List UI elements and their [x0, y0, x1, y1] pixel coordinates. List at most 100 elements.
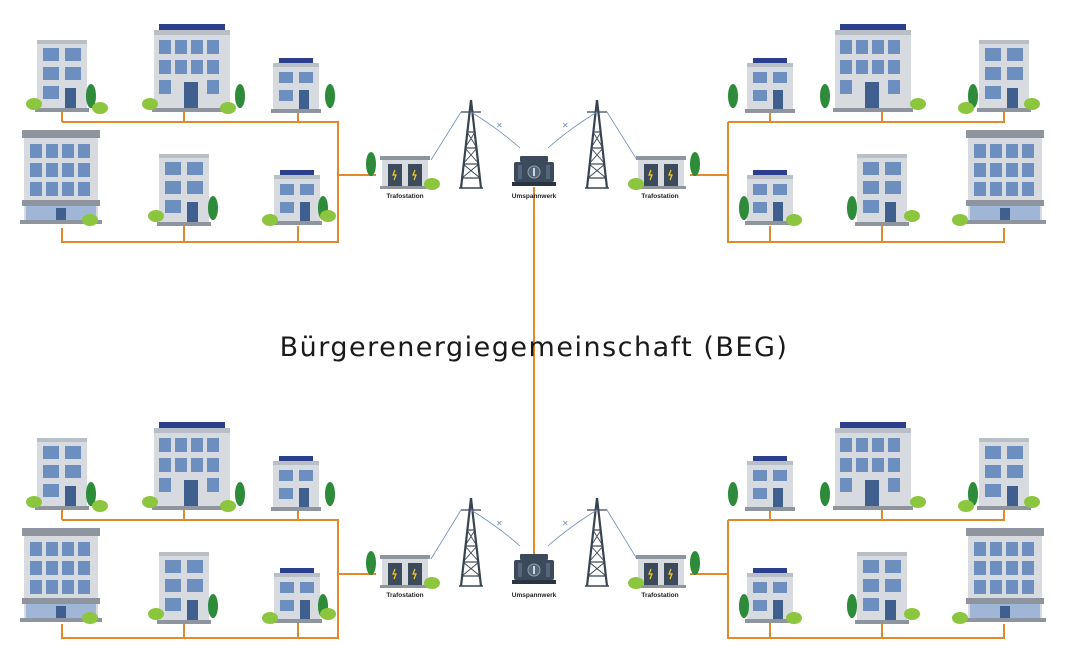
tree-icon — [208, 594, 218, 618]
building-icon — [157, 154, 211, 226]
bush-icon — [142, 98, 158, 110]
wire-network — [61, 506, 376, 639]
bush-icon — [142, 496, 158, 508]
bush-icon — [1024, 98, 1040, 110]
building-icon — [20, 130, 102, 224]
tree-icon — [728, 482, 738, 506]
tree-icon — [325, 482, 335, 506]
tree-icon — [208, 196, 218, 220]
building-icon — [272, 568, 322, 623]
bush-icon — [424, 577, 440, 589]
bush-icon — [952, 214, 968, 226]
bush-icon — [904, 210, 920, 222]
trafostation-label: Trafostation — [386, 592, 423, 599]
trafostation-label: Trafostation — [641, 193, 678, 200]
bush-icon — [220, 102, 236, 114]
bush-icon — [262, 612, 278, 624]
pylon-icon — [457, 496, 485, 588]
tree-icon — [366, 551, 376, 575]
building-icon — [271, 58, 321, 113]
tree-icon — [739, 594, 749, 618]
building-icon — [964, 130, 1046, 224]
umspannwerk-label: Umspannwerk — [512, 193, 557, 200]
bush-icon — [26, 98, 42, 110]
bush-icon — [1024, 496, 1040, 508]
bush-icon — [786, 612, 802, 624]
bush-icon — [904, 608, 920, 620]
building-icon — [35, 40, 89, 112]
wire-network — [61, 108, 376, 243]
cluster-top-right — [690, 24, 1046, 243]
bush-icon — [82, 214, 98, 226]
insulator-icon: ✕ — [496, 519, 503, 528]
substation-top: ✕ ✕ Trafostation Umspannwerk Trafostatio… — [366, 98, 700, 200]
bush-icon — [320, 210, 336, 222]
building-icon — [964, 528, 1046, 622]
tree-icon — [235, 482, 245, 506]
bush-icon — [82, 612, 98, 624]
tree-icon — [728, 84, 738, 108]
trafostation-icon — [379, 554, 431, 589]
bush-icon — [910, 496, 926, 508]
building-icon — [977, 40, 1031, 112]
tree-icon — [820, 482, 830, 506]
tree-icon — [739, 196, 749, 220]
bush-icon — [958, 500, 974, 512]
trafostation-icon — [379, 155, 431, 190]
building-icon — [855, 154, 909, 226]
tree-icon — [847, 196, 857, 220]
bush-icon — [424, 178, 440, 190]
tree-icon — [690, 152, 700, 176]
tree-icon — [325, 84, 335, 108]
building-icon — [35, 438, 89, 510]
tree-icon — [690, 551, 700, 575]
bush-icon — [628, 178, 644, 190]
transformer-icon — [511, 155, 557, 187]
tree-icon — [366, 152, 376, 176]
wire-network — [690, 108, 1005, 243]
substation-bottom: ✕ ✕ Trafostation Umspannwerk Trafostatio… — [366, 496, 700, 599]
building-icon — [977, 438, 1031, 510]
pylon-icon — [583, 496, 611, 588]
wire-network — [690, 506, 1005, 639]
bush-icon — [628, 577, 644, 589]
diagram-title: Bürgerenergiegemeinschaft (BEG) — [280, 332, 789, 363]
bush-icon — [92, 102, 108, 114]
bush-icon — [786, 214, 802, 226]
bush-icon — [910, 98, 926, 110]
bush-icon — [26, 496, 42, 508]
building-icon — [855, 552, 909, 624]
bush-icon — [148, 210, 164, 222]
umspannwerk-label: Umspannwerk — [512, 592, 557, 599]
building-icon — [152, 24, 232, 112]
bush-icon — [220, 500, 236, 512]
building-icon — [833, 24, 913, 112]
trafostation-label: Trafostation — [641, 592, 678, 599]
transformer-icon — [511, 553, 557, 585]
building-icon — [20, 528, 102, 622]
building-icon — [157, 552, 211, 624]
insulator-icon: ✕ — [562, 519, 569, 528]
bush-icon — [320, 608, 336, 620]
trafostation-label: Trafostation — [386, 193, 423, 200]
cluster-bottom-right — [690, 422, 1046, 639]
building-icon — [152, 422, 232, 510]
insulator-icon: ✕ — [562, 121, 569, 130]
building-icon — [833, 422, 913, 510]
cluster-bottom-left — [20, 422, 376, 639]
tree-icon — [847, 594, 857, 618]
cluster-top-left — [20, 24, 376, 243]
building-icon — [271, 456, 321, 511]
bush-icon — [958, 102, 974, 114]
bush-icon — [262, 214, 278, 226]
bush-icon — [148, 608, 164, 620]
pylon-icon — [457, 98, 485, 190]
bush-icon — [92, 500, 108, 512]
tree-icon — [820, 84, 830, 108]
building-icon — [272, 170, 322, 225]
building-icon — [745, 58, 795, 113]
pylon-icon — [583, 98, 611, 190]
building-icon — [745, 456, 795, 511]
tree-icon — [235, 84, 245, 108]
